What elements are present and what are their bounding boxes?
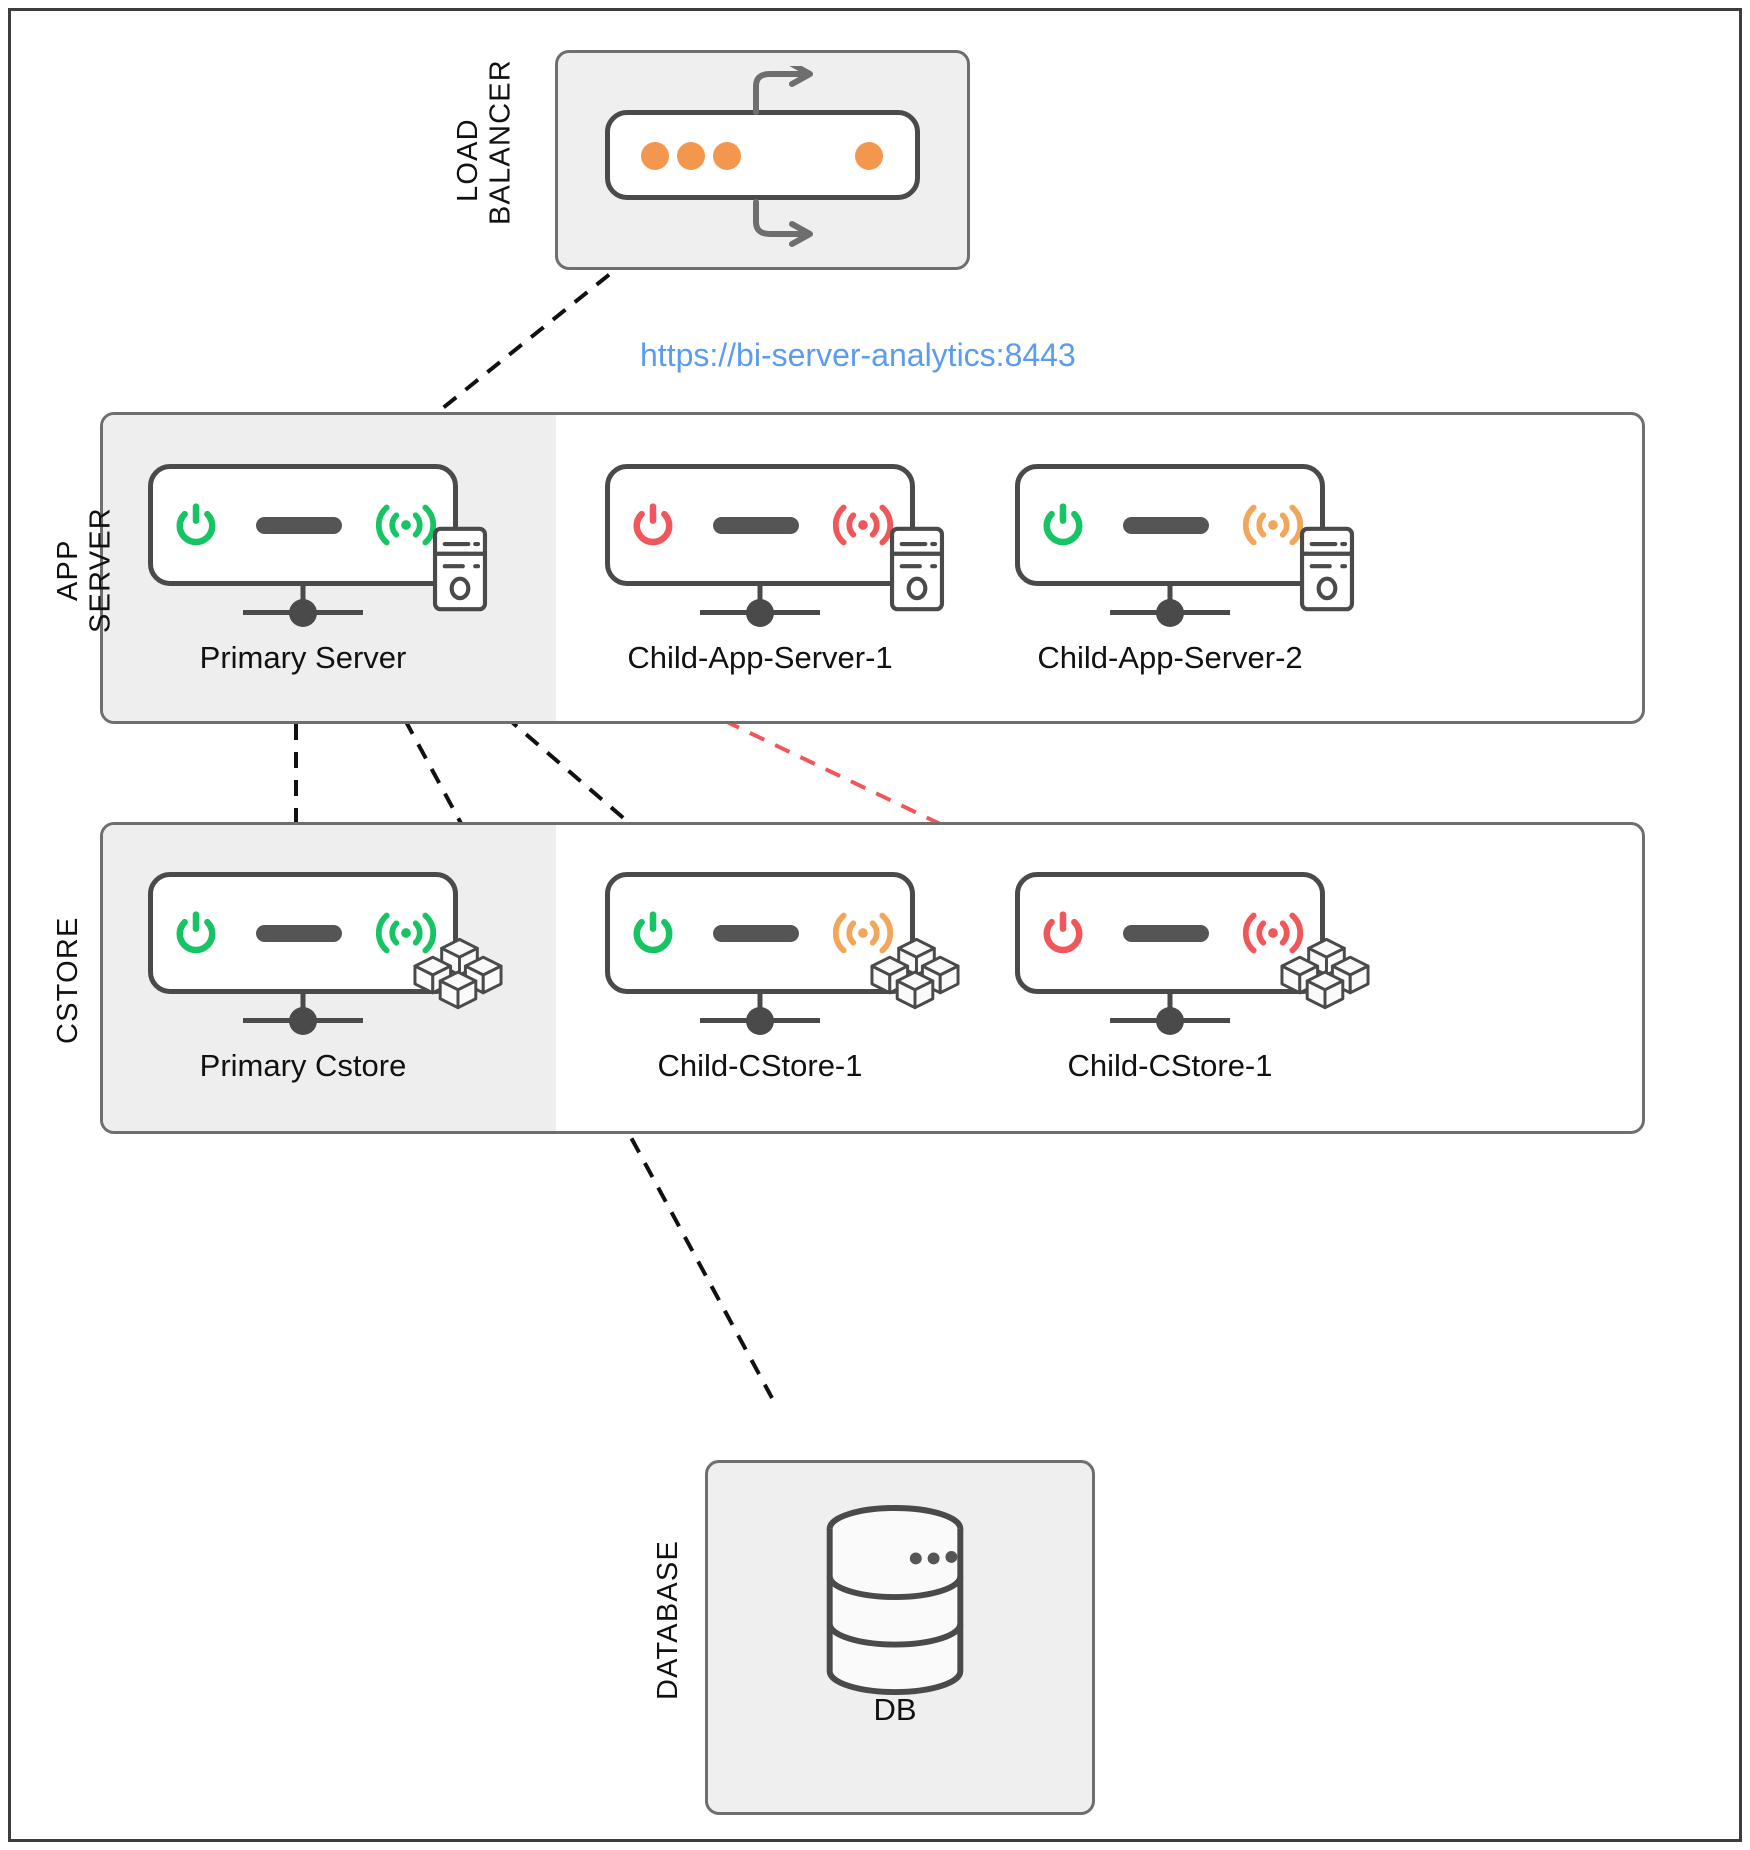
status-slab bbox=[1123, 924, 1209, 942]
node-label: Child-CStore-1 bbox=[1067, 1048, 1273, 1083]
node-knob bbox=[289, 599, 317, 627]
node-primary-server[interactable]: Primary Server bbox=[148, 464, 488, 675]
node-card[interactable] bbox=[148, 464, 458, 586]
power-icon bbox=[633, 911, 673, 954]
status-slab bbox=[1123, 516, 1209, 534]
node-knob bbox=[746, 599, 774, 627]
zone-label-load-balancer: LOAD BALANCER bbox=[452, 59, 517, 225]
power-icon bbox=[176, 503, 216, 546]
diagram-outer-frame bbox=[8, 8, 1742, 1842]
power-icon bbox=[1043, 503, 1083, 546]
server-tower-icon bbox=[1299, 526, 1355, 612]
node-card[interactable] bbox=[1015, 464, 1325, 586]
server-tower-icon bbox=[889, 526, 945, 612]
server-tower-icon bbox=[432, 526, 488, 612]
status-slab bbox=[256, 924, 342, 942]
lb-dot-2 bbox=[677, 142, 705, 170]
node-database[interactable] bbox=[820, 1505, 970, 1700]
node-label: Child-App-Server-2 bbox=[1037, 640, 1303, 675]
node-label: Child-App-Server-1 bbox=[627, 640, 893, 675]
load-balancer-url[interactable]: https://bi-server-analytics:8443 bbox=[640, 337, 1076, 373]
node-label: Primary Cstore bbox=[199, 1048, 407, 1083]
status-slab bbox=[256, 516, 342, 534]
database-cylinder-icon bbox=[826, 1505, 964, 1695]
lb-dot-1 bbox=[641, 142, 669, 170]
power-icon bbox=[1043, 911, 1083, 954]
node-knob bbox=[289, 1007, 317, 1035]
node-knob bbox=[1156, 599, 1184, 627]
signal-icon bbox=[1243, 504, 1303, 546]
node-knob bbox=[1156, 1007, 1184, 1035]
signal-icon bbox=[376, 504, 436, 546]
zone-label-cstore: CSTORE bbox=[52, 916, 84, 1044]
cubes-icon bbox=[870, 937, 960, 1010]
zone-label-database: DATABASE bbox=[652, 1540, 684, 1701]
node-child-app-server-2[interactable]: Child-App-Server-2 bbox=[1015, 464, 1355, 675]
node-label: Primary Server bbox=[199, 640, 407, 675]
cubes-icon bbox=[413, 937, 503, 1010]
node-child-cstore-1[interactable]: Child-CStore-1 bbox=[605, 872, 960, 1083]
status-slab bbox=[713, 516, 799, 534]
lb-arrow-bottom-icon bbox=[753, 199, 813, 247]
power-icon bbox=[633, 503, 673, 546]
node-child-app-server-1[interactable]: Child-App-Server-1 bbox=[605, 464, 945, 675]
node-primary-cstore[interactable]: Primary Cstore bbox=[148, 872, 503, 1083]
node-knob bbox=[746, 1007, 774, 1035]
node-card[interactable] bbox=[605, 464, 915, 586]
database-label: DB bbox=[873, 1692, 917, 1727]
power-icon bbox=[176, 911, 216, 954]
cubes-icon bbox=[1280, 937, 1370, 1010]
lb-arrow-top-icon bbox=[753, 66, 813, 115]
status-slab bbox=[713, 924, 799, 942]
signal-icon bbox=[1243, 912, 1303, 954]
node-child-cstore-2[interactable]: Child-CStore-1 bbox=[1015, 872, 1370, 1083]
node-label: Child-CStore-1 bbox=[657, 1048, 863, 1083]
zone-label-app-server: APP SERVER bbox=[52, 507, 117, 633]
lb-dot-4 bbox=[855, 142, 883, 170]
lb-dot-3 bbox=[713, 142, 741, 170]
signal-icon bbox=[833, 504, 893, 546]
